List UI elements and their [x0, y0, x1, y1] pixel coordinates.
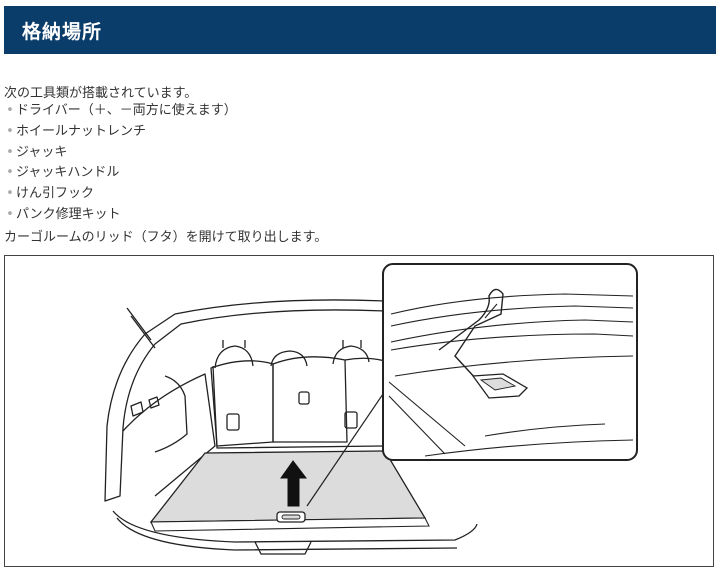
- headrest-right: [332, 345, 370, 365]
- bullet-icon: •: [6, 165, 14, 181]
- cargo-room-illustration: [4, 255, 714, 567]
- hook-icon: [438, 288, 504, 381]
- tool-label: ジャッキハンドル: [16, 165, 120, 181]
- outro-text: カーゴルームのリッド（フタ）を開けて取り出します。: [4, 230, 328, 245]
- page-header: 格納場所: [4, 6, 716, 54]
- list-item: •ドライバー（＋、－両方に使えます）: [4, 101, 237, 122]
- bullet-icon: •: [6, 206, 14, 222]
- intro-text: 次の工具類が搭載されています。: [4, 86, 198, 101]
- headrest-center: [270, 350, 308, 367]
- cargo-room-drawing: [104, 263, 638, 555]
- rear-seat-left: [210, 360, 274, 447]
- bullet-icon: •: [6, 123, 14, 139]
- tool-label: ドライバー（＋、－両方に使えます）: [16, 103, 237, 118]
- bullet-icon: •: [6, 103, 14, 118]
- bullet-icon: •: [6, 186, 14, 202]
- page-title: 格納場所: [22, 21, 103, 43]
- tool-label: パンク修理キット: [16, 206, 121, 222]
- list-item: •パンク修理キット: [4, 205, 237, 226]
- tool-label: けん引フック: [16, 186, 95, 202]
- bullet-icon: •: [6, 144, 14, 160]
- tool-label: ホイールナットレンチ: [16, 123, 147, 139]
- callout-pointer: [306, 393, 384, 507]
- list-item: •ホイールナットレンチ: [4, 122, 237, 143]
- rear-bumper: [112, 510, 478, 543]
- list-item: •ジャッキ: [4, 143, 237, 164]
- tool-list: •ドライバー（＋、－両方に使えます） •ホイールナットレンチ •ジャッキ •ジャ…: [4, 101, 237, 226]
- callout-box: [382, 263, 638, 461]
- up-arrow-icon: [280, 460, 308, 507]
- rear-seat-right: [272, 356, 348, 443]
- left-wall: [122, 373, 216, 497]
- list-item: •ジャッキハンドル: [4, 163, 237, 184]
- tool-label: ジャッキ: [16, 144, 68, 160]
- headrest-left: [214, 345, 254, 369]
- list-item: •けん引フック: [4, 184, 237, 205]
